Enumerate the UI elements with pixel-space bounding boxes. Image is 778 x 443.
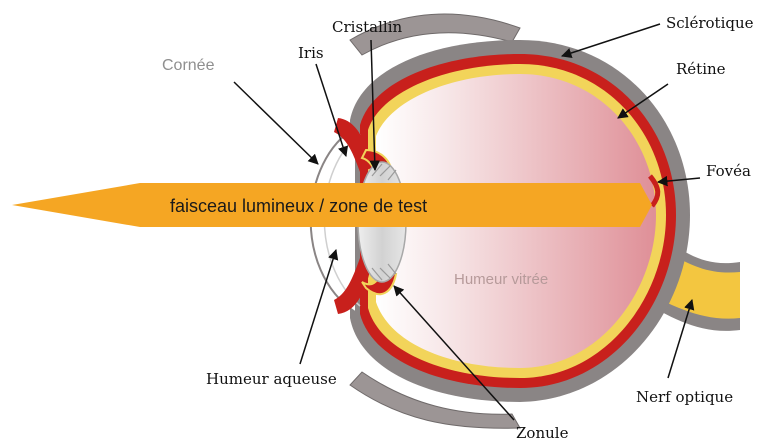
leader-sclerotique	[562, 24, 660, 56]
beam-label: faisceau lumineux / zone de test	[170, 196, 427, 216]
label-cornee: Cornée	[162, 57, 215, 74]
label-iris: Iris	[298, 44, 324, 62]
label-nerf-optique: Nerf optique	[636, 388, 733, 406]
label-retine: Rétine	[676, 60, 726, 78]
label-sclerotique: Sclérotique	[666, 14, 754, 32]
leader-humeur-aqueuse	[300, 250, 336, 364]
leader-iris	[316, 64, 346, 156]
label-humeur-aqueuse: Humeur aqueuse	[206, 370, 337, 388]
label-humeur-vitree: Humeur vitrée	[454, 271, 548, 288]
label-fovea: Fovéa	[706, 162, 751, 180]
label-zonule: Zonule	[516, 424, 569, 442]
leader-cornee	[234, 82, 318, 164]
label-cristallin: Cristallin	[332, 18, 403, 36]
